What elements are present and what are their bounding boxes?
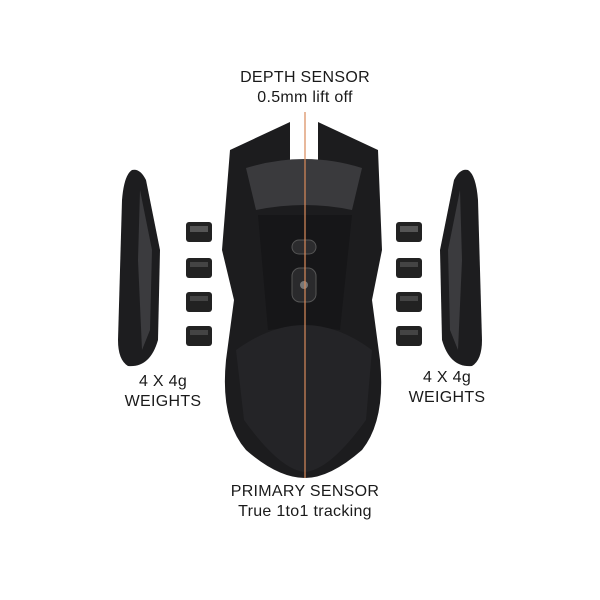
right-weights-label: 4 X 4g WEIGHTS <box>392 368 502 408</box>
depth-sensor-subtitle: 0.5mm lift off <box>257 89 353 106</box>
primary-sensor-subtitle: True 1to1 tracking <box>238 503 372 520</box>
left-weights <box>186 222 212 346</box>
mouse-body <box>222 122 382 478</box>
right-side-panel <box>440 169 482 367</box>
primary-sensor-title: PRIMARY SENSOR <box>230 483 380 500</box>
depth-sensor-label: DEPTH SENSOR 0.5mm lift off <box>200 68 410 108</box>
right-weights-text: WEIGHTS <box>408 389 486 406</box>
left-side-panel <box>118 169 160 367</box>
left-weights-count: 4 X 4g <box>138 373 188 390</box>
primary-sensor-label: PRIMARY SENSOR True 1to1 tracking <box>190 482 420 522</box>
left-weights-text: WEIGHTS <box>124 393 202 410</box>
right-weights-count: 4 X 4g <box>422 369 472 386</box>
depth-sensor-title: DEPTH SENSOR <box>240 69 370 86</box>
right-weights <box>396 222 422 346</box>
left-weights-label: 4 X 4g WEIGHTS <box>108 372 218 412</box>
